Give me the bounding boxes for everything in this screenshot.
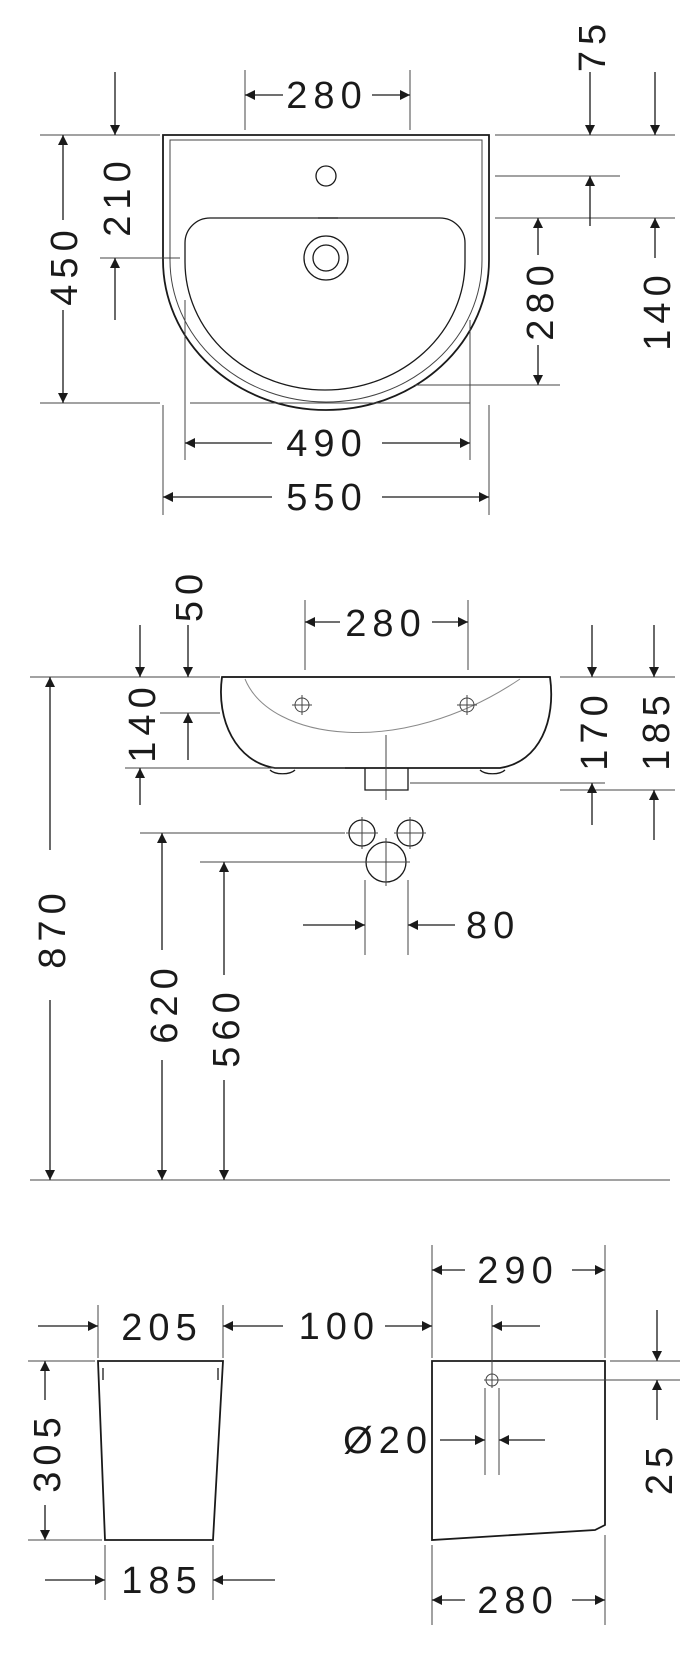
dim-offset-50: 50: [169, 568, 211, 622]
dim-offset-75: 75: [572, 18, 614, 72]
supply-connection-left: [346, 817, 378, 849]
dim-hole-diameter: Ø20: [343, 1420, 433, 1462]
dim-depth-210: 210: [97, 155, 139, 236]
supply-connection-right: [394, 817, 426, 849]
dim-height-185: 185: [636, 689, 678, 770]
dim-waste-width: 80: [466, 905, 520, 947]
pedestal-side-view: 205 305 185: [27, 1305, 283, 1602]
dim-hole-offset: 25: [639, 1441, 681, 1495]
dim-pedestal-bottom-width: 185: [121, 1560, 202, 1602]
dim-pedestal-top-width: 205: [121, 1307, 202, 1349]
tap-hole: [315, 165, 337, 187]
pedestal-front-view: 290 100 Ø20 25 280: [299, 1245, 681, 1625]
dim-offset-100: 100: [299, 1306, 380, 1348]
dim-pedestal-height: 305: [27, 1411, 69, 1492]
waste-connection: [362, 838, 410, 886]
dim-pedestal-front-top-width: 290: [477, 1250, 558, 1292]
drain-inner: [312, 244, 340, 272]
dim-height-140: 140: [122, 681, 164, 762]
dim-inner-width: 490: [286, 423, 367, 465]
front-view: 280 50 140 870 620 560 170 185 80: [30, 568, 678, 1181]
top-view: 280 450 210 75 280 140 490 550: [40, 18, 679, 519]
pedestal-side-outline: [97, 1360, 224, 1541]
dim-depth-450: 450: [44, 224, 86, 305]
drain-outer: [303, 235, 349, 281]
fixing-hole-left: [292, 695, 312, 715]
dim-overflow-280: 280: [520, 259, 562, 340]
dim-height-170: 170: [574, 689, 616, 770]
fixing-hole-right: [457, 695, 477, 715]
front-basin-outline: [220, 676, 553, 769]
basin-outline: [162, 134, 490, 411]
dim-hole-spacing: 280: [345, 603, 426, 645]
pedestal-front-outline: [431, 1360, 606, 1541]
dim-supply-height: 620: [144, 962, 186, 1043]
pedestal-hole: [484, 1372, 500, 1388]
front-bowl-profile: [244, 678, 521, 733]
basin-bowl: [184, 217, 466, 391]
dim-pedestal-front-bottom-width: 280: [477, 1580, 558, 1622]
dim-rim-height: 870: [32, 887, 74, 968]
dim-depth-140: 140: [637, 269, 679, 350]
dim-tap-spacing: 280: [286, 75, 367, 117]
dim-waste-height: 560: [206, 986, 248, 1067]
dim-outer-width: 550: [286, 477, 367, 519]
